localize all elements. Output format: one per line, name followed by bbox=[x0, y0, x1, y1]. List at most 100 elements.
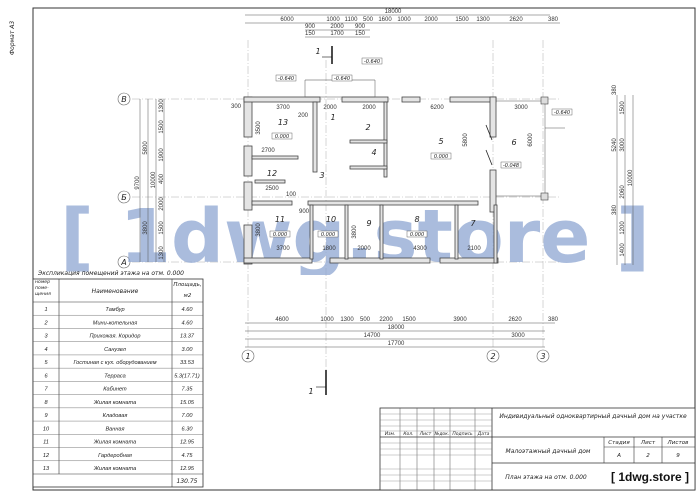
axis-label-1: 1 bbox=[245, 352, 250, 361]
building-name: Малоэтажный дачный дом bbox=[506, 448, 591, 455]
room-number: 6 bbox=[511, 138, 516, 147]
cell-name: Жилая комната bbox=[93, 466, 137, 472]
cell-area: 4.60 bbox=[182, 320, 194, 326]
cell-name: Тамбур bbox=[105, 307, 124, 313]
svg-text:2100: 2100 bbox=[467, 246, 481, 252]
cell-area: 7.00 bbox=[182, 413, 194, 419]
dimensions-left: 9700 5800 3800 10000 1300 1500 1900 400 … bbox=[135, 99, 165, 262]
cell-num: 9 bbox=[44, 413, 47, 419]
cell-name: Санузел bbox=[104, 347, 127, 353]
cell-name: Кладовая bbox=[103, 413, 128, 419]
svg-text:-0.640: -0.640 bbox=[364, 59, 380, 65]
svg-text:14700: 14700 bbox=[364, 333, 381, 339]
cell-num: 3 bbox=[44, 334, 48, 340]
svg-text:1300: 1300 bbox=[159, 246, 165, 260]
svg-text:1900: 1900 bbox=[159, 148, 165, 162]
entrance-steps bbox=[304, 79, 376, 98]
svg-text:2000: 2000 bbox=[159, 197, 165, 211]
svg-text:3000: 3000 bbox=[511, 333, 525, 339]
svg-text:380: 380 bbox=[612, 204, 618, 215]
title-block bbox=[379, 407, 696, 491]
section-mark-bottom bbox=[316, 370, 327, 395]
stage-value: А bbox=[616, 453, 621, 459]
sheets-label: Листов bbox=[667, 440, 689, 446]
elevation-marks: 0.000 0.000 0.000 0.000 0.000 -0.640 -0.… bbox=[269, 57, 573, 238]
cell-num: 8 bbox=[44, 400, 48, 406]
svg-text:150: 150 bbox=[355, 31, 366, 37]
svg-text:0.000: 0.000 bbox=[434, 154, 448, 160]
svg-text:5800: 5800 bbox=[143, 141, 149, 155]
svg-text:0.000: 0.000 bbox=[321, 232, 335, 238]
sheets-value: 9 bbox=[676, 453, 680, 459]
cell-name: Мини-котельная bbox=[93, 320, 137, 326]
room-number: 10 bbox=[326, 215, 336, 224]
svg-text:2000: 2000 bbox=[323, 105, 337, 111]
svg-text:1100: 1100 bbox=[345, 17, 359, 23]
sheet-value: 2 bbox=[646, 453, 650, 459]
section-label-bottom: 1 bbox=[308, 387, 313, 396]
svg-text:2000: 2000 bbox=[330, 24, 344, 30]
brand-label: [ 1dwg.store ] bbox=[611, 470, 689, 484]
svg-text:1400: 1400 bbox=[620, 243, 626, 257]
svg-text:1000: 1000 bbox=[326, 17, 340, 23]
cell-num: 12 bbox=[43, 453, 50, 459]
svg-text:18000: 18000 bbox=[388, 325, 405, 331]
sheet-label: Лист bbox=[640, 440, 656, 446]
room-number: 4 bbox=[371, 148, 376, 157]
room-number: 12 bbox=[267, 169, 277, 178]
svg-text:2620: 2620 bbox=[508, 317, 522, 323]
cell-num: 5 bbox=[44, 360, 48, 366]
svg-text:900: 900 bbox=[305, 24, 316, 30]
cell-area: 12.95 bbox=[180, 466, 195, 472]
svg-text:5240: 5240 bbox=[612, 138, 618, 152]
cell-area: 12.95 bbox=[180, 440, 195, 446]
cell-area: 5.3(17.71) bbox=[174, 373, 200, 379]
axis-label-3: 3 bbox=[540, 352, 545, 361]
svg-text:150: 150 bbox=[305, 31, 316, 37]
svg-text:4300: 4300 bbox=[413, 246, 427, 252]
table-row: 2 Мини-котельная 4.60 bbox=[43, 320, 193, 326]
svg-text:2000: 2000 bbox=[357, 246, 371, 252]
svg-text:1500: 1500 bbox=[402, 317, 416, 323]
cell-num: 11 bbox=[43, 440, 49, 446]
svg-text:500: 500 bbox=[360, 317, 371, 323]
cell-name: Гостиная с кух. оборудованием bbox=[73, 360, 156, 366]
svg-text:0.000: 0.000 bbox=[275, 134, 289, 140]
cell-area: 13.37 bbox=[180, 334, 195, 340]
explication-table bbox=[32, 278, 204, 488]
stage-label: Стадия bbox=[608, 440, 630, 446]
header-area: Площадь, м2 bbox=[173, 282, 202, 299]
dimensions-right: 380 1500 5240 3000 10000 2060 380 1200 1… bbox=[612, 84, 634, 265]
svg-text:6200: 6200 bbox=[430, 105, 444, 111]
svg-text:3700: 3700 bbox=[276, 246, 290, 252]
svg-text:100: 100 bbox=[286, 192, 297, 198]
tb-col-izm: Изм. bbox=[385, 431, 396, 437]
svg-text:1700: 1700 bbox=[330, 31, 344, 37]
svg-text:6000: 6000 bbox=[280, 17, 294, 23]
cell-name: Ванная bbox=[105, 426, 124, 432]
cell-num: 2 bbox=[43, 320, 48, 326]
svg-text:1300: 1300 bbox=[340, 317, 354, 323]
cell-area: 33.53 bbox=[180, 360, 195, 366]
svg-text:1300: 1300 bbox=[159, 99, 165, 113]
cell-num: 10 bbox=[43, 426, 50, 432]
dimensions-top: 18000 6000 1000 1100 500 1600 1000 2000 … bbox=[245, 9, 560, 38]
svg-text:1000: 1000 bbox=[320, 317, 334, 323]
tb-col-kol: Кол. bbox=[403, 431, 413, 437]
svg-text:3700: 3700 bbox=[276, 105, 290, 111]
svg-text:1600: 1600 bbox=[378, 17, 392, 23]
cell-name: Жилая комната bbox=[93, 440, 137, 446]
svg-text:2200: 2200 bbox=[379, 317, 393, 323]
cell-area: 4.75 bbox=[182, 453, 194, 459]
svg-text:380: 380 bbox=[548, 17, 559, 23]
tb-col-list: Лист bbox=[419, 431, 432, 437]
svg-text:300: 300 bbox=[231, 104, 242, 110]
table-row: 11 Жилая комната 12.95 bbox=[43, 440, 195, 446]
total-area: 130.75 bbox=[177, 478, 198, 485]
svg-text:2700: 2700 bbox=[261, 148, 275, 154]
